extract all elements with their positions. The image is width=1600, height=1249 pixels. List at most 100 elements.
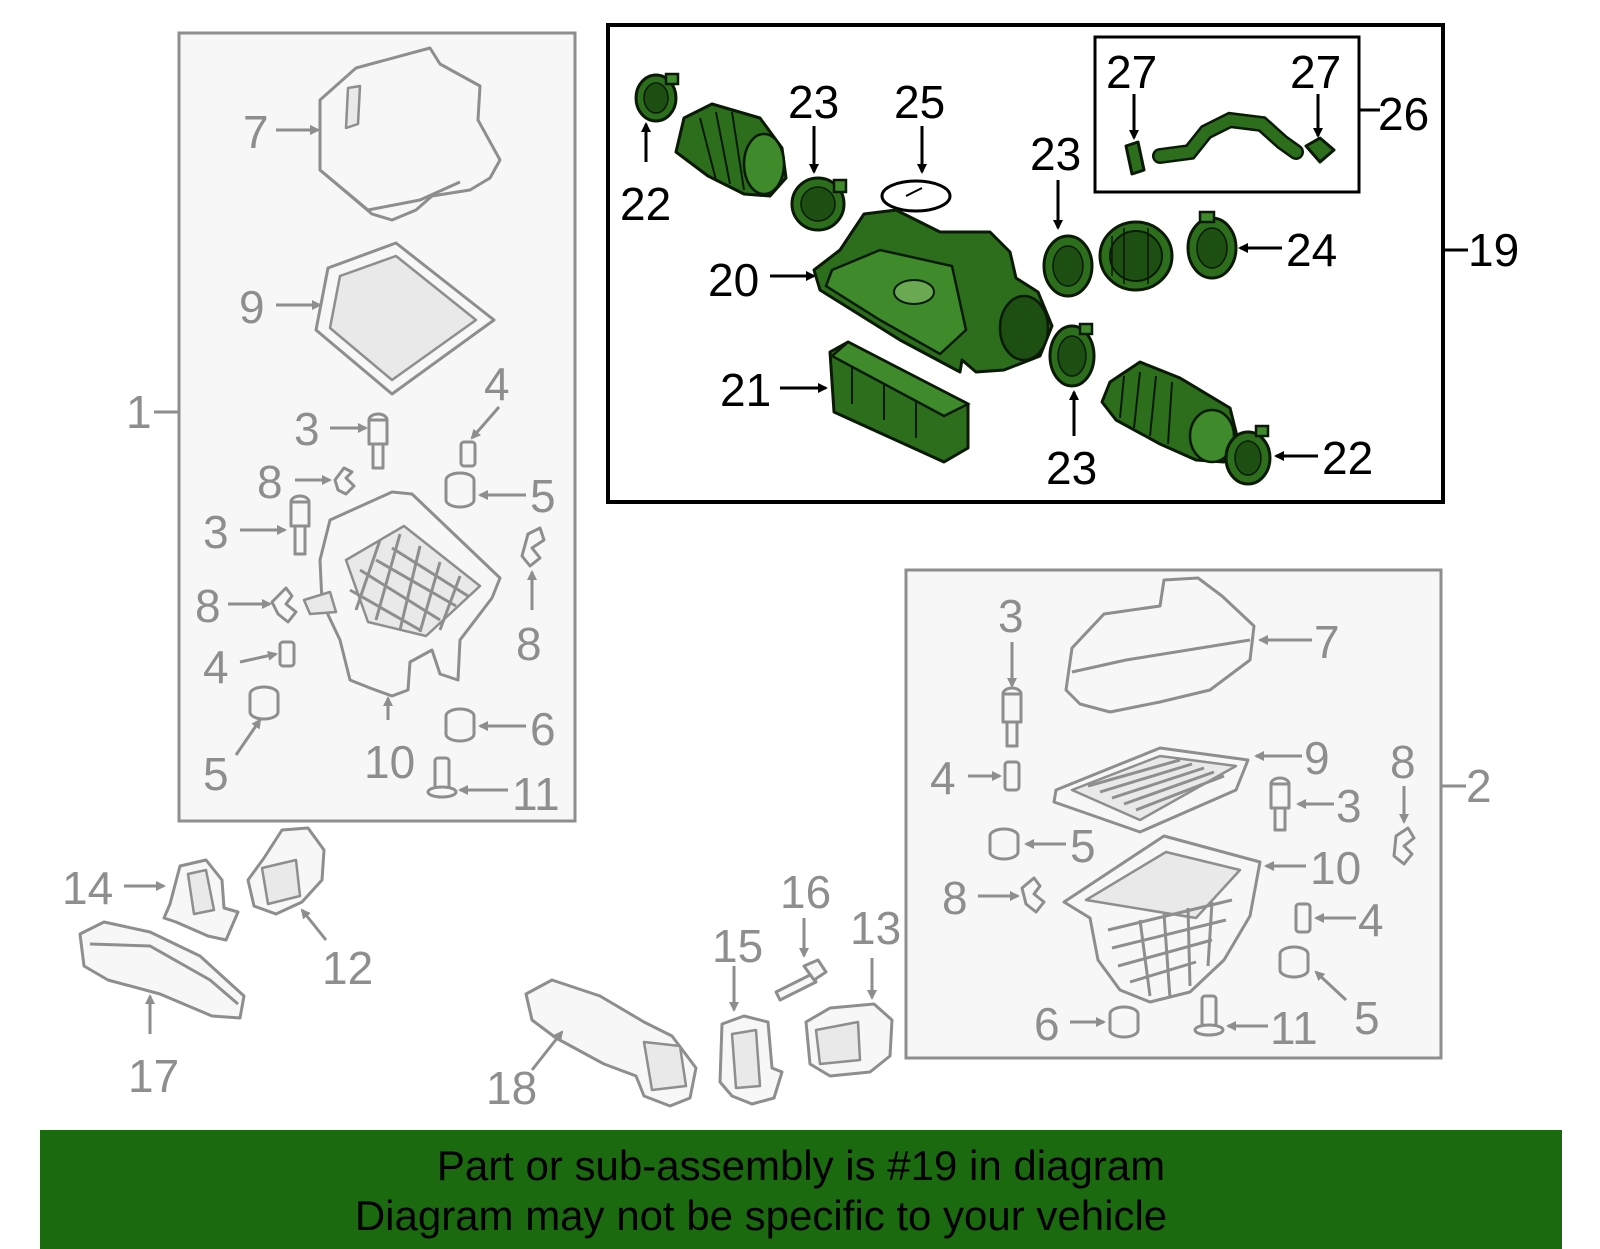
label-8a: 8 [257, 456, 283, 508]
label-16: 16 [780, 866, 831, 918]
label-r6: 6 [1034, 998, 1060, 1050]
part-4-pin-rb[interactable] [1294, 902, 1312, 934]
top-assembly-box-19: 19 26 27 27 2 [606, 23, 1519, 504]
part-5-bushing-ra[interactable] [988, 827, 1020, 861]
part-11-bolt[interactable] [426, 756, 458, 799]
label-r3b: 3 [1336, 780, 1362, 832]
label-r8a: 8 [1390, 736, 1416, 788]
label-23a: 23 [788, 76, 839, 128]
part-4-pin-b[interactable] [278, 640, 296, 668]
part-14-duct-bracket[interactable] [162, 858, 240, 942]
label-r4b: 4 [1358, 894, 1384, 946]
part-23-clamp-c[interactable] [1048, 322, 1096, 388]
label-24: 24 [1286, 224, 1337, 276]
part-15-bracket[interactable] [718, 1014, 784, 1106]
part-11-bolt-r[interactable] [1193, 994, 1225, 1037]
part-17-air-guide[interactable] [78, 920, 246, 1020]
part-7-upper-cover-r[interactable] [1064, 576, 1256, 714]
label-8c: 8 [195, 580, 221, 632]
label-23c: 23 [1046, 442, 1097, 494]
banner-line-part-note: Part or sub-assembly is #19 in diagram [436, 1142, 1166, 1189]
loose-parts: 14 12 17 16 13 [62, 826, 901, 1114]
label-9: 9 [239, 281, 265, 333]
label-group-2: 2 [1466, 760, 1492, 812]
label-r10: 10 [1310, 842, 1361, 894]
label-27b: 27 [1290, 46, 1341, 98]
part-3-grommet-a[interactable] [367, 412, 389, 470]
label-r5a: 5 [1070, 820, 1096, 872]
part-3-grommet-rb[interactable] [1269, 776, 1291, 832]
label-r4a: 4 [930, 752, 956, 804]
label-25: 25 [894, 76, 945, 128]
label-13: 13 [850, 902, 901, 954]
label-4b: 4 [203, 641, 229, 693]
label-r11: 11 [1270, 1002, 1318, 1054]
label-group-19: 19 [1468, 224, 1519, 276]
part-8-clip-ra[interactable] [1392, 826, 1416, 866]
left-assembly-box: 1 7 9 3 4 [126, 31, 577, 823]
part-24-clamp[interactable] [1186, 210, 1238, 280]
part-22-clamp-b[interactable] [1224, 424, 1272, 486]
part-4-pin-ra[interactable] [1003, 760, 1021, 792]
label-22b: 22 [1322, 432, 1373, 484]
part-5-bushing-rb[interactable] [1278, 945, 1310, 979]
part-8-clip-a[interactable] [333, 466, 356, 496]
part-6-bushing[interactable] [444, 707, 476, 743]
banner-line-disclaimer: Diagram may not be specific to your vehi… [354, 1192, 1168, 1239]
label-3b: 3 [203, 506, 229, 558]
part-3-grommet-ra[interactable] [1001, 686, 1023, 748]
part-27-clamp-a[interactable] [1124, 140, 1146, 176]
label-r9: 9 [1304, 732, 1330, 784]
part-21-resonator[interactable] [828, 340, 971, 464]
part-18-air-guide[interactable] [524, 978, 698, 1108]
part-4-pin-a[interactable] [459, 440, 477, 468]
part-12-inlet-duct[interactable] [246, 826, 326, 916]
part-8-clip-c[interactable] [270, 586, 298, 624]
part-22-clamp-a[interactable] [634, 72, 680, 123]
part-6-bushing-r[interactable] [1108, 1005, 1140, 1039]
part-23-clamp-b[interactable] [1042, 234, 1094, 298]
part-5-bushing-b[interactable] [248, 685, 280, 721]
part-9-filter-element[interactable] [314, 241, 496, 396]
part-26-vent-hose[interactable] [1152, 111, 1304, 164]
sub-assembly-box-26: 26 27 27 [1093, 35, 1429, 194]
label-27a: 27 [1106, 46, 1157, 98]
part-23-clamp-a[interactable] [790, 176, 848, 232]
label-12: 12 [322, 942, 373, 994]
part-intake-hose-upper[interactable] [674, 102, 788, 198]
part-20-air-box[interactable] [812, 208, 1054, 374]
part-3-grommet-b[interactable] [289, 494, 311, 556]
label-6: 6 [530, 703, 556, 755]
label-5a: 5 [530, 470, 556, 522]
label-group-1: 1 [126, 386, 152, 438]
label-10: 10 [364, 736, 415, 788]
label-17: 17 [128, 1050, 179, 1102]
label-23b: 23 [1030, 128, 1081, 180]
part-intake-hose-lower[interactable] [1100, 360, 1240, 464]
part-8-clip-rb[interactable] [1020, 876, 1046, 914]
part-7-upper-cover[interactable] [318, 46, 502, 222]
label-r7: 7 [1314, 616, 1340, 668]
label-5b: 5 [203, 748, 229, 800]
part-5-bushing-a[interactable] [444, 471, 476, 509]
label-15: 15 [712, 920, 763, 972]
part-16-bolt[interactable] [774, 958, 828, 1002]
label-r3a: 3 [998, 590, 1024, 642]
label-7: 7 [243, 106, 269, 158]
part-8-clip-b[interactable] [520, 526, 546, 568]
part-27-clamp-b[interactable] [1304, 136, 1336, 164]
label-20: 20 [708, 254, 759, 306]
label-8b: 8 [516, 618, 542, 670]
part-13-duct[interactable] [804, 1002, 894, 1078]
part-10-lower-housing[interactable] [302, 490, 502, 698]
part-coupler[interactable] [1098, 220, 1174, 292]
part-25-seal[interactable] [880, 179, 952, 213]
label-18: 18 [486, 1062, 537, 1114]
info-banner: Part or sub-assembly is #19 in diagram D… [40, 1130, 1562, 1249]
part-10-lower-housing-r[interactable] [1062, 834, 1262, 1004]
part-9-filter-r[interactable] [1052, 746, 1250, 834]
label-3a: 3 [294, 403, 320, 455]
label-group-26: 26 [1378, 88, 1429, 140]
label-r5b: 5 [1354, 992, 1380, 1044]
